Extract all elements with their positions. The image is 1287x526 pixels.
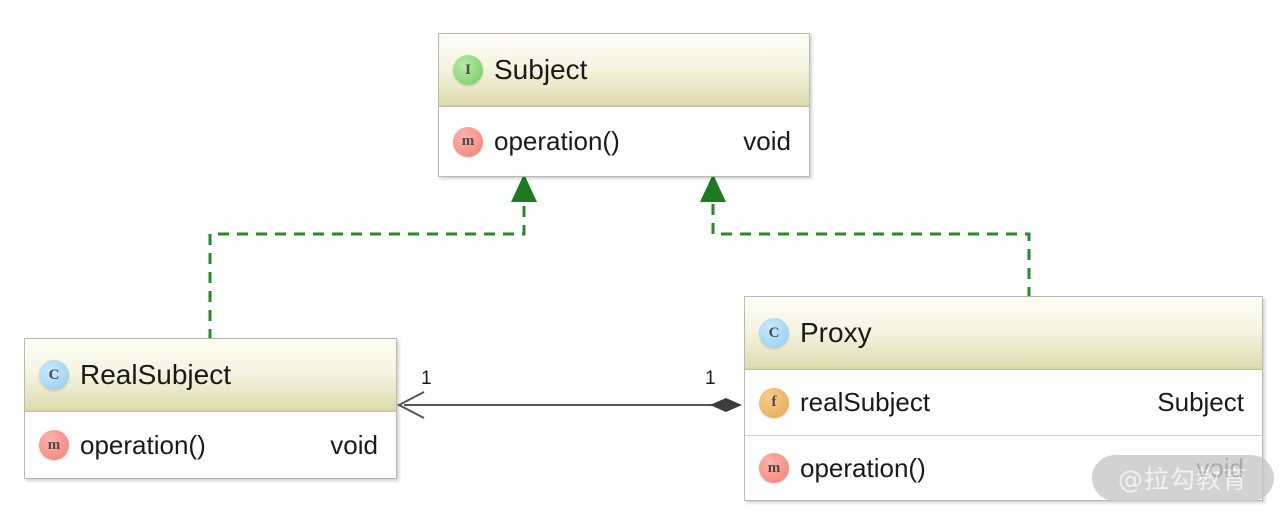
multiplicity-target-label: 1 — [421, 368, 432, 389]
class-box-subject[interactable]: I Subject m operation() void — [438, 33, 810, 177]
watermark-badge: @拉勾教育 — [1092, 455, 1274, 501]
member-name: realSubject — [800, 387, 931, 417]
class-header-subject: I Subject — [439, 34, 809, 107]
member-name: operation() — [800, 452, 926, 483]
class-box-realsubject[interactable]: C RealSubject m operation() void — [24, 338, 397, 479]
member-row-proxy-realsubject[interactable]: f realSubject Subject — [745, 370, 1262, 435]
member-name: operation() — [494, 126, 620, 156]
member-row-subject-operation[interactable]: m operation() void — [439, 107, 809, 176]
method-icon: m — [39, 430, 69, 460]
watermark-text: @拉勾教育 — [1117, 465, 1248, 494]
member-row-realsubject-operation[interactable]: m operation() void — [25, 412, 396, 478]
field-icon: f — [759, 387, 789, 418]
class-name-proxy: Proxy — [800, 317, 872, 348]
composition-proxy-to-realsubject — [396, 391, 742, 419]
class-header-realsubject: C RealSubject — [25, 339, 396, 412]
class-name-subject: Subject — [494, 54, 588, 85]
realization-realsubject-to-subject — [208, 174, 537, 340]
realization-proxy-to-subject — [700, 174, 1031, 298]
method-icon: m — [759, 453, 789, 483]
multiplicity-source-label: 1 — [705, 368, 716, 389]
class-icon: C — [759, 318, 789, 348]
class-header-proxy: C Proxy — [745, 297, 1262, 370]
method-icon: m — [453, 126, 483, 157]
class-name-realsubject: RealSubject — [80, 359, 231, 390]
member-type: Subject — [1157, 387, 1244, 417]
class-icon: C — [39, 360, 69, 390]
member-type: void — [330, 429, 378, 460]
member-type: void — [743, 126, 791, 156]
member-name: operation() — [80, 429, 206, 460]
interface-icon: I — [453, 55, 483, 85]
